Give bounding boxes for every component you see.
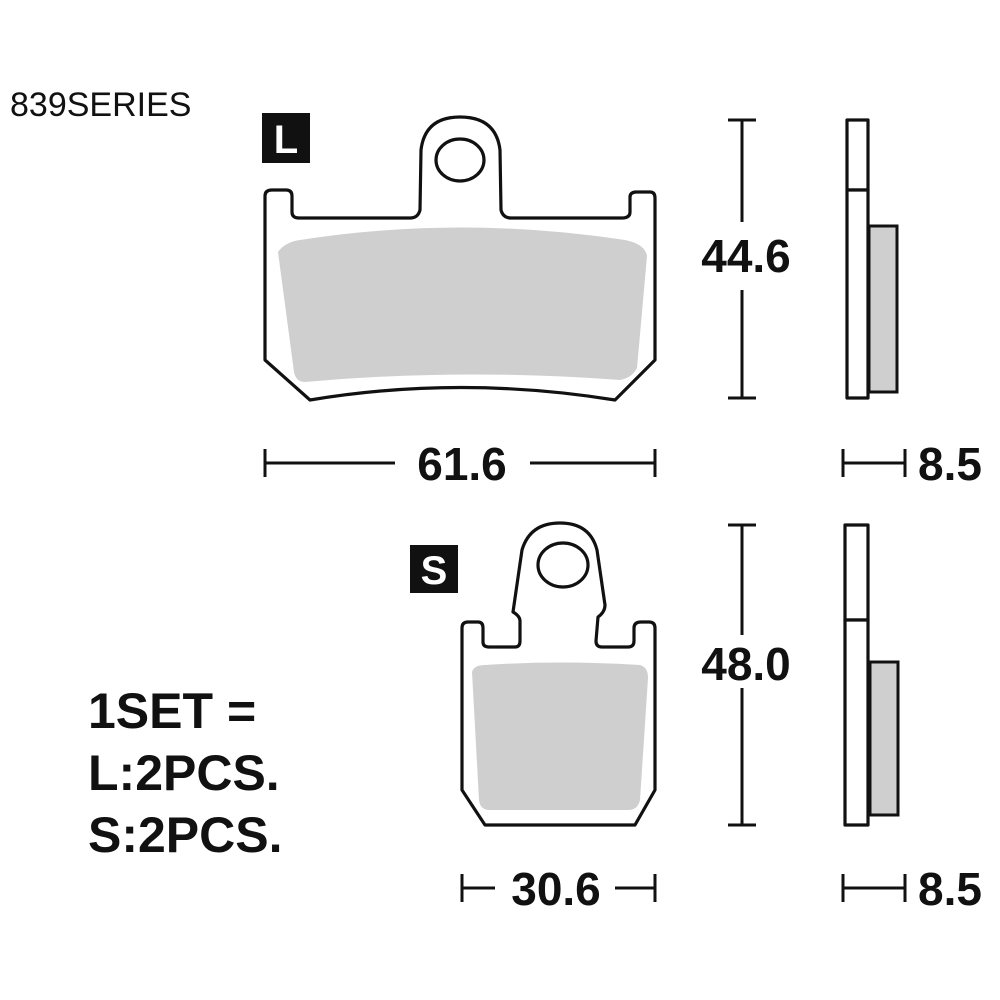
small-pad-height-dimension: 48.0 <box>701 523 791 827</box>
small-height-value: 48.0 <box>701 638 791 690</box>
small-width-value: 30.6 <box>511 863 601 915</box>
small-pad-front-view <box>460 521 657 827</box>
label-l: L <box>274 118 298 162</box>
small-pad-thickness-dimension: 8.5 <box>841 863 982 915</box>
large-pad-height-dimension: 44.6 <box>701 118 791 400</box>
large-width-value: 61.6 <box>417 438 507 490</box>
large-height-value: 44.6 <box>701 230 791 282</box>
large-thickness-value: 8.5 <box>918 438 982 490</box>
set-info-line: S:2PCS. <box>88 807 283 863</box>
label-box-s <box>410 545 458 593</box>
small-pad-side-view <box>843 523 900 827</box>
label-s: S <box>421 549 448 593</box>
large-pad-thickness-dimension: 8.5 <box>841 438 982 490</box>
set-info-line: 1SET = <box>88 683 256 739</box>
series-title: 839SERIES <box>10 86 191 124</box>
large-pad-front-view <box>263 115 657 402</box>
large-pad-width-dimension: 61.6 <box>263 438 657 490</box>
set-info-line: L:2PCS. <box>88 745 280 801</box>
small-pad-width-dimension: 30.6 <box>460 863 657 915</box>
label-box-l <box>262 113 310 163</box>
small-thickness-value: 8.5 <box>918 863 982 915</box>
large-pad-side-view <box>845 118 899 400</box>
